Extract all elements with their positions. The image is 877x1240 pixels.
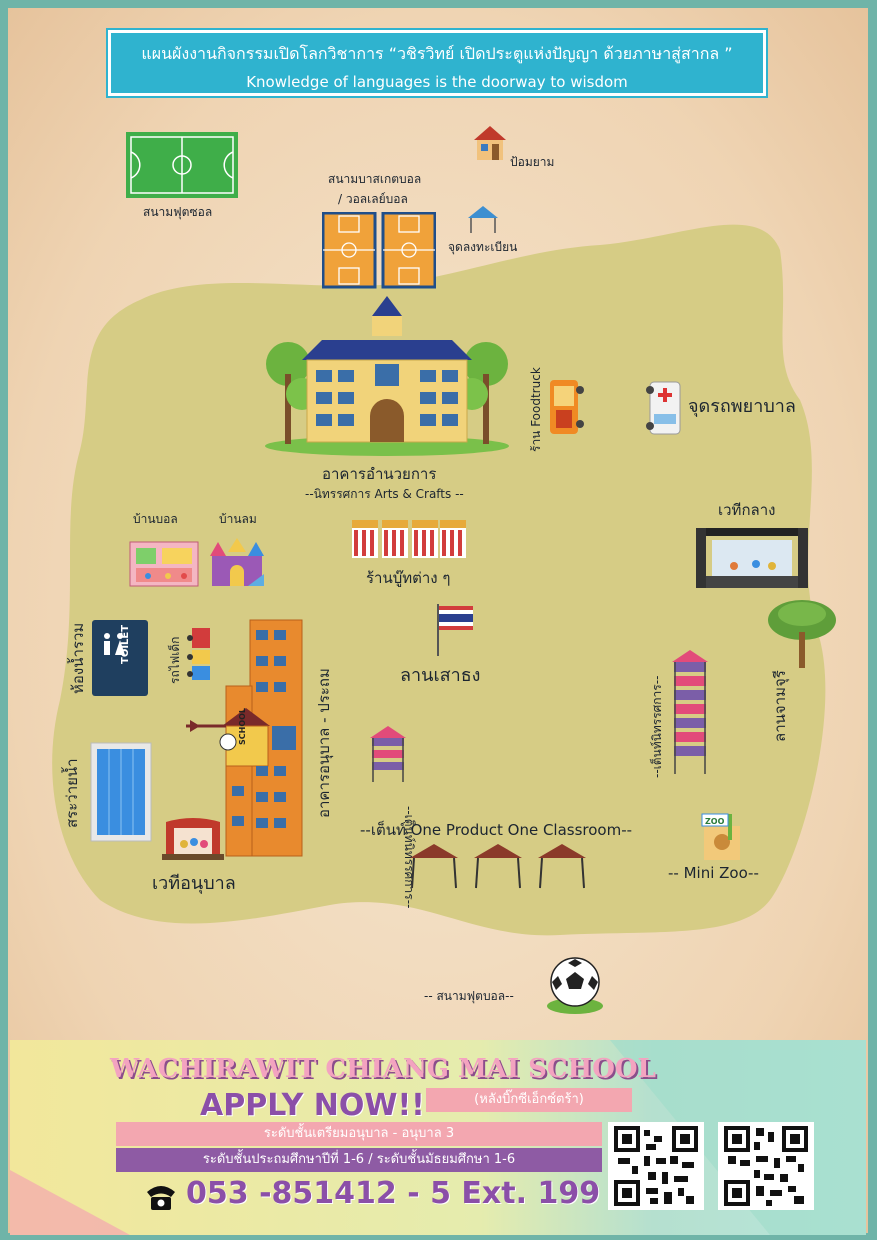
- kids-train-label: รถไฟเด็ก: [168, 636, 182, 684]
- exhibit-tent-right-icon: [672, 650, 708, 774]
- opoc-tents-icon: [410, 844, 586, 889]
- foodtruck-label: ร้าน Foodtruck: [529, 367, 543, 452]
- mini-zoo-label: -- Mini Zoo--: [668, 864, 759, 882]
- location-note: (หลังบิ๊กซีเอ็กซ์ตร้า): [426, 1088, 632, 1112]
- booths-icon: [352, 520, 466, 558]
- flag-yard-label: ลานเสาธง: [400, 665, 481, 686]
- pool-label: สระว่ายน้ำ: [63, 758, 81, 828]
- toilet-icon: TOILET: [92, 620, 148, 696]
- toilet-sign-text: TOILET: [120, 624, 131, 664]
- mini-zoo-icon: [701, 813, 740, 860]
- kids-train-icon: [187, 628, 210, 680]
- phone-icon: [147, 1186, 175, 1210]
- booths-label: ร้านบู๊ทต่าง ๆ: [366, 569, 451, 587]
- basketball-label-1: สนามบาสเกตบอล: [328, 172, 422, 186]
- event-title-banner: แผนผังงานกิจกรรมเปิดโลกวิชาการ “วชิรวิทย…: [108, 30, 766, 96]
- jamjuree-label: ลานจามจุรี: [771, 670, 789, 742]
- admin-building-label: อาคารอำนวยการ: [322, 465, 437, 483]
- arts-crafts-label: --นิทรรศการ Arts & Crafts --: [305, 487, 464, 501]
- ambulance-label: จุดรถพยาบาล: [688, 396, 796, 417]
- air-house-icon: [210, 538, 264, 586]
- levels-bar-1: ระดับชั้นเตรียมอนุบาล - อนุบาล 3: [116, 1122, 602, 1146]
- thai-flag-icon: [437, 604, 473, 656]
- football-icon: [547, 957, 603, 1014]
- futsal-field-icon: [126, 132, 238, 198]
- school-building-label: อาคารอนุบาล - ประถม: [315, 668, 333, 818]
- footer-panel: WACHIRAWIT CHIANG MAI SCHOOL APPLY NOW!!…: [10, 1040, 866, 1235]
- phone-number[interactable]: 053 -851412 - 5 Ext. 199: [186, 1176, 601, 1211]
- ball-house-icon: [129, 541, 199, 587]
- kindergarten-stage-icon: [162, 818, 224, 860]
- basketball-courts-icon: [322, 212, 436, 289]
- exhibit-tent-right-label: --เต็นท์นิทรรศการ--: [650, 675, 664, 778]
- foodtruck-icon: [550, 380, 584, 434]
- basketball-label-2: / วอลเลย์บอล: [338, 192, 408, 206]
- guard-house-icon: [474, 126, 506, 160]
- guard-house-label: ป้อมยาม: [510, 155, 555, 169]
- registration-tent-icon: [468, 206, 498, 233]
- event-title-en: Knowledge of languages is the doorway to…: [246, 73, 628, 91]
- apply-now-text[interactable]: APPLY NOW!!: [200, 1088, 425, 1123]
- opoc-label: --เต็นท์ One Product One Classroom--: [360, 821, 633, 839]
- admin-building-icon: [265, 296, 509, 456]
- swimming-pool-icon: [90, 742, 152, 842]
- school-sign-text: SCHOOL: [238, 707, 247, 745]
- event-title-th: แผนผังงานกิจกรรมเปิดโลกวิชาการ “วชิรวิทย…: [141, 44, 733, 63]
- jamjuree-tree-icon: [768, 600, 836, 668]
- exhibit-tent-left-icon: [370, 726, 406, 782]
- toilet-label: ห้องน้ำรวม: [69, 622, 87, 694]
- air-house-label: บ้านลม: [219, 512, 257, 526]
- qr-code-icon[interactable]: [608, 1122, 704, 1210]
- ambulance-icon: [646, 381, 681, 435]
- football-label: -- สนามฟุตบอล--: [424, 989, 514, 1003]
- school-building-icon: [186, 619, 303, 857]
- school-name: WACHIRAWIT CHIANG MAI SCHOOL: [110, 1054, 656, 1084]
- qr-code-icon[interactable]: [718, 1122, 814, 1210]
- levels-bar-2: ระดับชั้นประถมศึกษาปีที่ 1-6 / ระดับชั้น…: [116, 1148, 602, 1172]
- registration-label: จุดลงทะเบียน: [448, 240, 518, 254]
- ball-house-label: บ้านบอล: [133, 512, 178, 526]
- main-stage-label: เวทีกลาง: [718, 501, 776, 519]
- main-stage-icon: [696, 528, 808, 588]
- futsal-label: สนามฟุตซอล: [143, 205, 213, 219]
- zoo-sign-text: ZOO: [705, 817, 725, 826]
- kindergarten-stage-label: เวทีอนุบาล: [152, 873, 236, 894]
